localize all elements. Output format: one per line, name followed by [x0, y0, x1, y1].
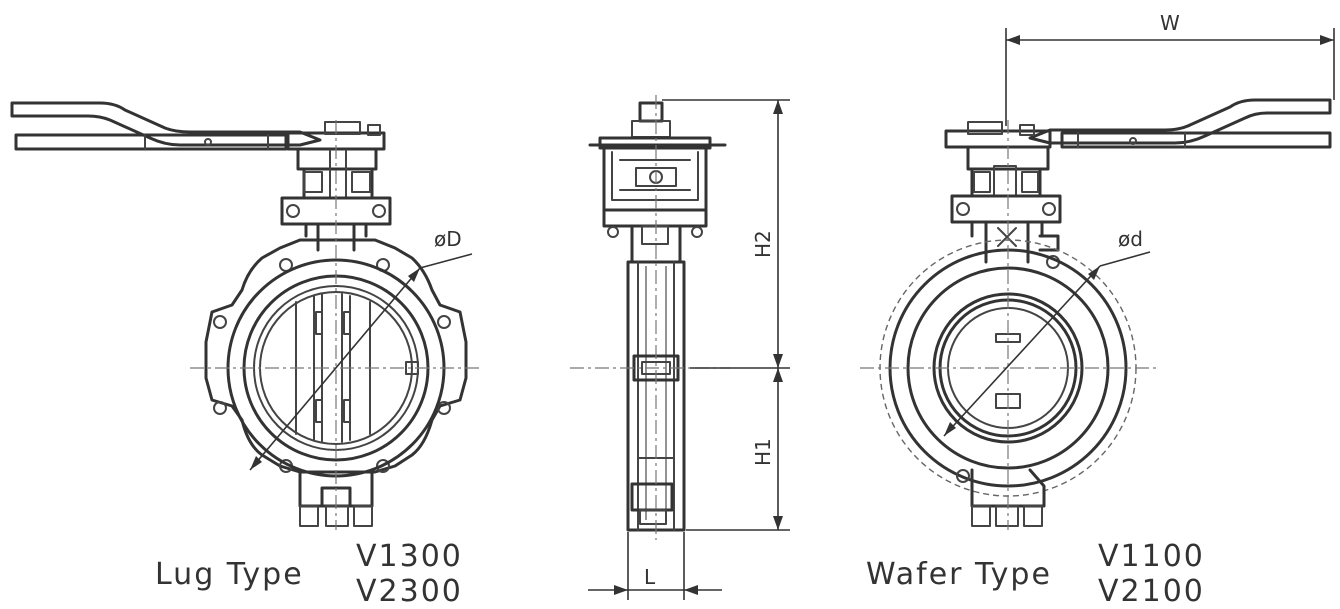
- dim-h2-label: H2: [751, 230, 775, 258]
- lug-handle: [10, 101, 322, 151]
- dim-h1-label: H1: [751, 438, 775, 466]
- wafer-type-view: [860, 28, 1335, 530]
- dim-od-upper-label: øD: [434, 227, 462, 251]
- lug-type-view: [10, 101, 482, 530]
- dim-l-label: L: [644, 565, 656, 589]
- dim-w-label: W: [1160, 11, 1180, 35]
- wafer-type-label: Wafer Type: [866, 557, 1052, 592]
- wafer-code-1: V1100: [1098, 539, 1205, 574]
- side-view: [570, 95, 790, 600]
- lug-code-1: V1300: [356, 539, 463, 574]
- wafer-handle: [1028, 98, 1332, 149]
- dim-od-lower-label: ød: [1118, 227, 1143, 251]
- wafer-code-2: V2100: [1098, 574, 1205, 609]
- lug-code-2: V2300: [356, 574, 463, 609]
- lug-type-label: Lug Type: [155, 557, 304, 592]
